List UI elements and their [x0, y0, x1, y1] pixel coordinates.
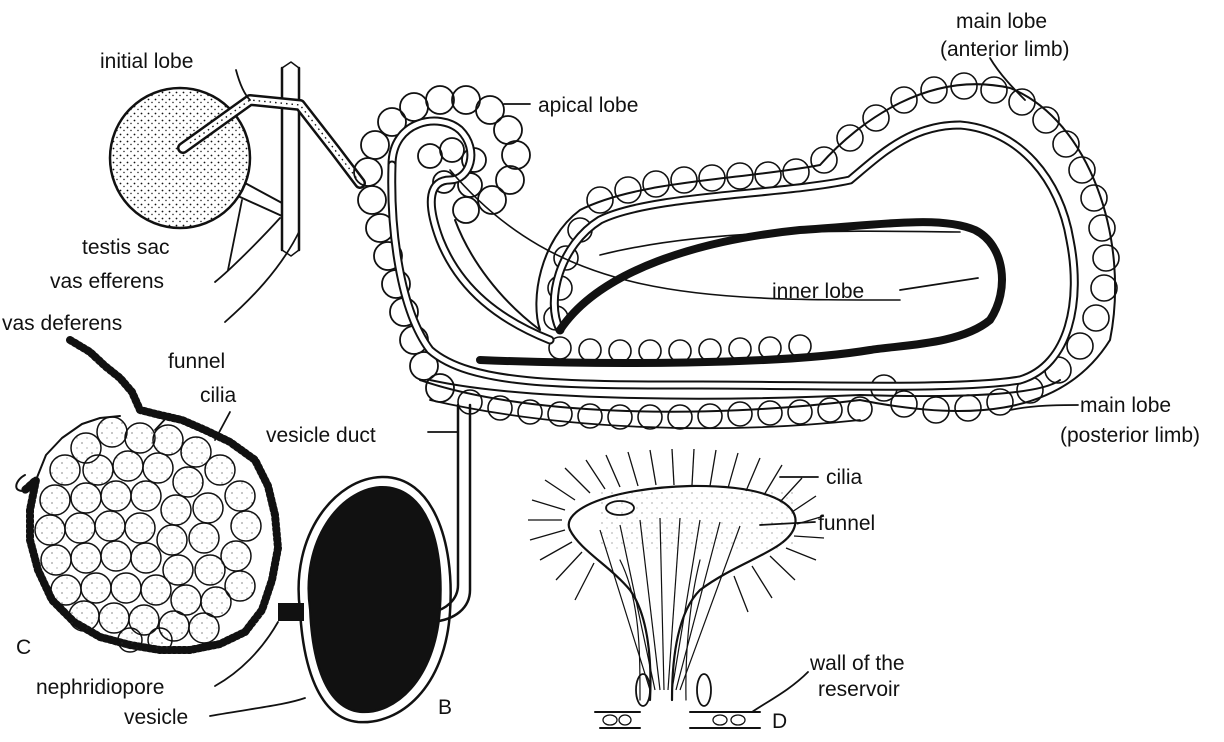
label-letter-d: D: [772, 710, 787, 733]
label-cilia-d: cilia: [826, 466, 862, 489]
label-letter-b: B: [438, 696, 452, 719]
label-testis-sac: testis sac: [82, 236, 170, 259]
label-vesicle-duct: vesicle duct: [266, 424, 376, 447]
label-inner-lobe: inner lobe: [772, 280, 864, 303]
label-initial-lobe: initial lobe: [100, 50, 193, 73]
label-main-lobe-anterior-line1: main lobe: [956, 10, 1047, 33]
label-letter-c: C: [16, 636, 31, 659]
label-apical-lobe: apical lobe: [538, 94, 638, 117]
label-cilia-c: cilia: [200, 384, 236, 407]
vas-efferens: [240, 183, 282, 216]
label-vas-deferens: vas deferens: [2, 312, 122, 335]
label-wall-line1: wall of the: [809, 652, 905, 675]
label-nephridiopore: nephridiopore: [36, 676, 164, 699]
nephridiopore: [278, 603, 304, 621]
label-main-lobe-posterior-line2: (posterior limb): [1060, 424, 1200, 447]
vas-deferens-tube: [282, 62, 299, 256]
label-main-lobe-posterior-line1: main lobe: [1080, 394, 1171, 417]
label-wall-line2: reservoir: [818, 678, 900, 701]
label-funnel-d: funnel: [818, 512, 875, 535]
label-funnel-c: funnel: [168, 350, 225, 373]
label-main-lobe-anterior-line2: (anterior limb): [940, 38, 1070, 61]
funnel-detail-d: [528, 449, 824, 728]
ciliated-funnel-c: [16, 340, 278, 652]
label-vas-efferens: vas efferens: [50, 270, 164, 293]
vesicle-sac: [299, 477, 451, 722]
main-lobe-body: [420, 73, 1119, 429]
label-vesicle: vesicle: [124, 706, 188, 729]
